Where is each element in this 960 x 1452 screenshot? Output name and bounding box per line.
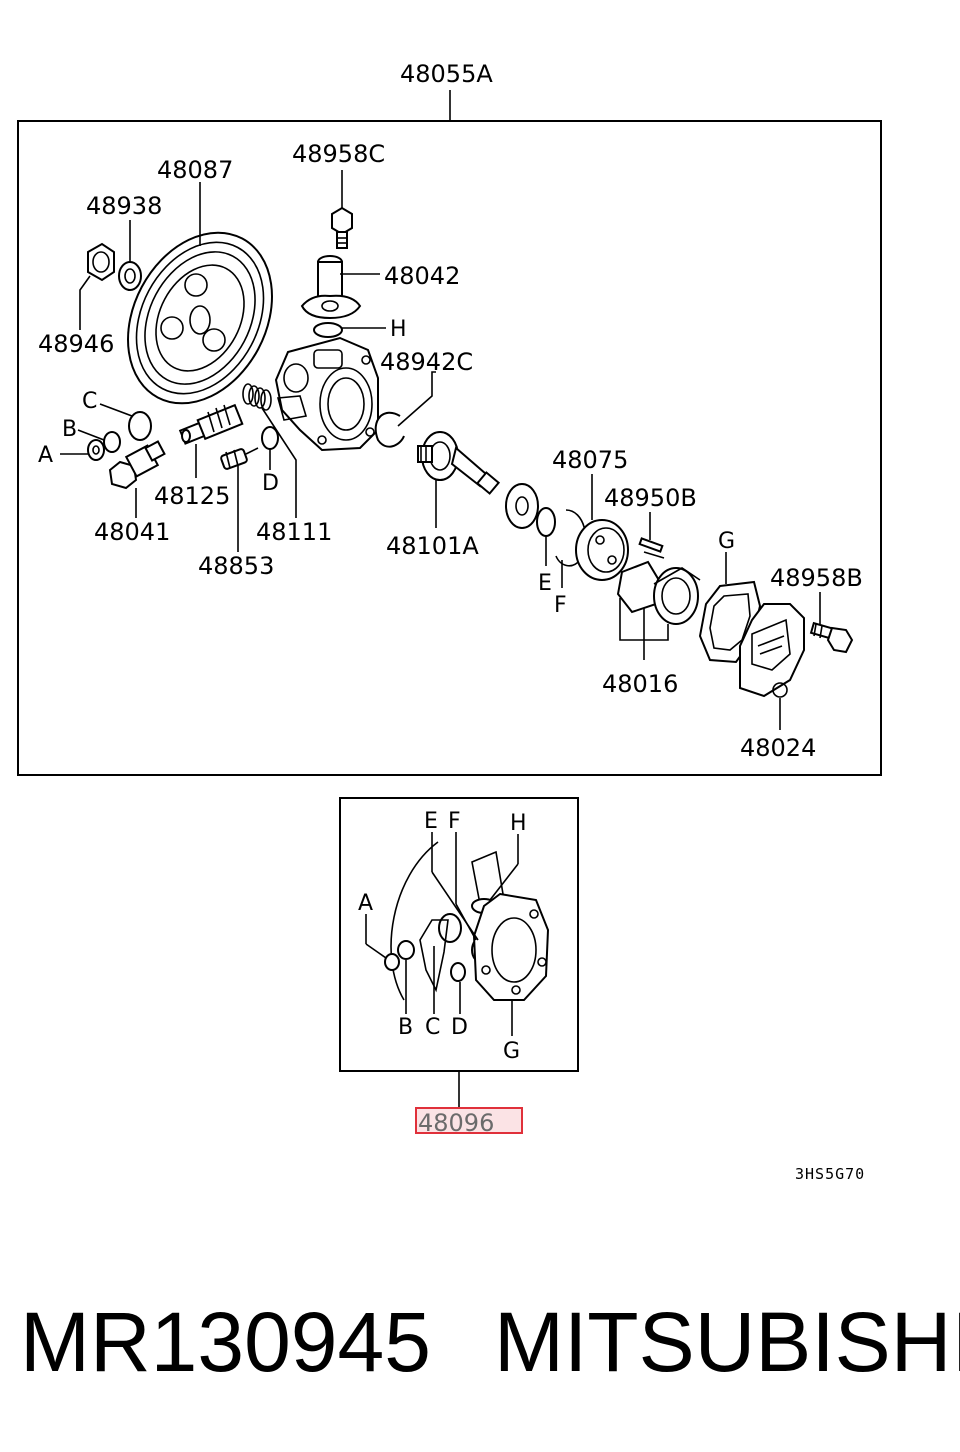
- connector-48042[interactable]: [300, 255, 362, 320]
- footer: MR130945 MITSUBISHI: [20, 1292, 960, 1392]
- sensor-48853[interactable]: [220, 447, 259, 470]
- washer-48938[interactable]: [118, 261, 142, 291]
- o-ring-E[interactable]: [536, 507, 556, 537]
- label-48087[interactable]: 48087: [157, 156, 233, 184]
- pump-body[interactable]: [274, 336, 379, 452]
- snap-ring-48942C[interactable]: [374, 411, 405, 448]
- vanes-48950B[interactable]: [638, 537, 665, 559]
- kit-fitting: [419, 919, 449, 993]
- fitting-48041[interactable]: [108, 440, 166, 490]
- kit-letter-D[interactable]: D: [451, 1015, 468, 1040]
- spring-48111[interactable]: [242, 383, 272, 411]
- label-48111[interactable]: 48111: [256, 518, 332, 546]
- label-48016[interactable]: 48016: [602, 670, 678, 698]
- valve-48125[interactable]: [178, 403, 244, 445]
- seal[interactable]: [505, 483, 539, 529]
- label-48946[interactable]: 48946: [38, 330, 114, 358]
- label-48041[interactable]: 48041: [94, 518, 170, 546]
- letter-H[interactable]: H: [390, 317, 407, 342]
- cover-48024[interactable]: [739, 603, 805, 698]
- o-ring-D[interactable]: [261, 426, 279, 450]
- letter-D[interactable]: D: [262, 471, 279, 496]
- footer-part-number: MR130945: [20, 1295, 431, 1389]
- label-48950B[interactable]: 48950B: [604, 484, 697, 512]
- bolt-48958B[interactable]: [809, 621, 854, 654]
- label-48024[interactable]: 48024: [740, 734, 816, 762]
- cam-ring-48075[interactable]: [575, 519, 629, 581]
- letter-E[interactable]: E: [538, 571, 552, 596]
- pulley-48087[interactable]: [99, 208, 300, 429]
- kit-letter-B[interactable]: B: [398, 1015, 413, 1040]
- footer-brand: MITSUBISHI: [494, 1295, 960, 1389]
- kit-letter-G[interactable]: G: [503, 1039, 520, 1064]
- label-48938[interactable]: 48938: [86, 192, 162, 220]
- letter-G-main[interactable]: G: [718, 529, 735, 554]
- o-ring-H[interactable]: [313, 322, 343, 338]
- o-ring-A[interactable]: [87, 439, 105, 461]
- assembly-label[interactable]: 48055A: [400, 60, 493, 88]
- label-48101A[interactable]: 48101A: [386, 532, 479, 560]
- label-48958C[interactable]: 48958C: [292, 140, 385, 168]
- kit-letter-H[interactable]: H: [510, 811, 527, 836]
- kit-label-highlight[interactable]: [415, 1107, 523, 1134]
- kit-label[interactable]: 48096: [418, 1109, 494, 1137]
- kit-letter-F[interactable]: F: [448, 809, 461, 834]
- letter-C[interactable]: C: [82, 389, 97, 414]
- letter-B[interactable]: B: [62, 417, 77, 442]
- label-48125[interactable]: 48125: [154, 482, 230, 510]
- label-48958B[interactable]: 48958B: [770, 564, 863, 592]
- diagram-code: 3HS5G70: [795, 1165, 865, 1183]
- kit-letter-E[interactable]: E: [424, 809, 438, 834]
- bolt-48958C[interactable]: [331, 206, 353, 249]
- label-48075[interactable]: 48075: [552, 446, 628, 474]
- shaft-48101A[interactable]: [417, 431, 501, 495]
- nut-48946[interactable]: [87, 242, 115, 282]
- letter-F[interactable]: F: [554, 593, 567, 618]
- kit-letter-A[interactable]: A: [358, 891, 373, 916]
- o-ring-C[interactable]: [128, 411, 152, 441]
- label-48042[interactable]: 48042: [384, 262, 460, 290]
- kit-gasket-G[interactable]: [472, 892, 550, 1001]
- cartridge-48016[interactable]: [616, 560, 701, 625]
- label-48942C[interactable]: 48942C: [380, 348, 473, 376]
- kit-letter-C[interactable]: C: [425, 1015, 440, 1040]
- label-48853[interactable]: 48853: [198, 552, 274, 580]
- letter-A[interactable]: A: [38, 443, 53, 468]
- o-ring-B[interactable]: [103, 431, 121, 453]
